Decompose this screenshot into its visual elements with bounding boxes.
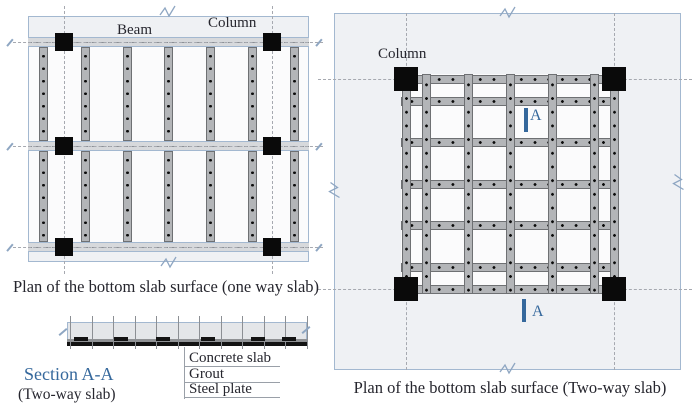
break-mark-top [499,6,517,19]
steel-plate-strip [39,47,48,141]
steel-plate-label: Steel plate [189,381,252,397]
column-label-one-way: Column [208,15,257,31]
anchor-tick [263,316,265,349]
steel-plate-strip [289,47,299,141]
section-subtitle: (Two-way slab) [18,386,116,403]
column-marker [54,33,73,51]
column-marker [394,277,418,301]
section-grout-layer [67,339,307,342]
column-label-two-way: Column [378,46,427,62]
column-marker [54,137,73,155]
break-mark-top [159,5,177,18]
steel-plate-strip [206,151,216,242]
section-cut-line-bottom [522,299,526,322]
column-marker [262,137,281,155]
concrete-slab-label: Concrete slab [189,350,272,366]
anchor-tick [285,316,286,349]
anchor-tick [134,316,136,349]
steel-plate-strip [80,47,90,141]
steel-plate-strip [164,151,174,242]
plate-cross-section [201,337,215,341]
steel-plate-strip [122,151,132,242]
grid-beam-v [609,74,619,294]
plate-cross-section [74,337,88,341]
break-mark-left [328,181,341,200]
steel-plate-strip [248,47,257,141]
beam-centerline [13,146,323,147]
anchor-tick [220,316,222,349]
anchor-tick [177,316,179,349]
steel-plate-strip [206,47,216,141]
plate-cross-section [114,337,128,341]
steel-plate-strip [164,47,174,141]
break-mark-bottom [499,362,517,375]
break-mark-bottom [160,256,178,269]
section-steel-plate [67,342,307,346]
beam-centerline [13,247,323,248]
section-cut-line-top [524,108,528,132]
beam-label: Beam [117,22,152,38]
section-marker-letter-bottom: A [532,303,544,320]
grid-beam-v [464,74,474,294]
anchor-tick [91,316,93,349]
leader-underline [184,365,280,367]
section-marker-letter-top: A [530,107,542,124]
steel-plate-strip [248,151,257,242]
grout-label: Grout [189,366,224,382]
two-way-caption: Plan of the bottom slab surface (Two-way… [353,378,667,397]
anchor-tick [199,316,200,349]
plate-cross-section [251,337,265,341]
column-marker [394,67,418,91]
column-marker [602,277,626,301]
steel-plate-strip [289,151,299,242]
break-mark-right [672,173,685,192]
plate-cross-section [156,337,170,341]
leader-line [184,347,185,399]
plate-cross-section [282,337,296,341]
beam-centerline [13,42,323,43]
anchor-tick [70,316,71,349]
section-title: Section A-A [24,364,114,384]
anchor-tick [306,316,308,349]
column-marker [54,238,73,256]
grid-beam-v [547,74,557,294]
section-concrete-slab [67,322,307,339]
steel-plate-strip [80,151,90,242]
steel-plate-strip [39,151,48,242]
grid-beam-v [589,74,599,294]
steel-plate-strip [122,47,132,141]
one-way-caption: Plan of the bottom slab surface (one way… [12,277,320,296]
anchor-tick [113,316,114,349]
anchor-tick [156,316,157,349]
anchor-tick [242,316,243,349]
grid-beam-v [422,74,432,294]
column-marker [262,238,281,256]
column-marker [262,33,281,51]
leader-underline [184,381,280,383]
column-marker [602,67,626,91]
grid-beam-v [401,74,411,294]
grid-beam-v [505,74,515,294]
leader-underline [184,396,280,398]
